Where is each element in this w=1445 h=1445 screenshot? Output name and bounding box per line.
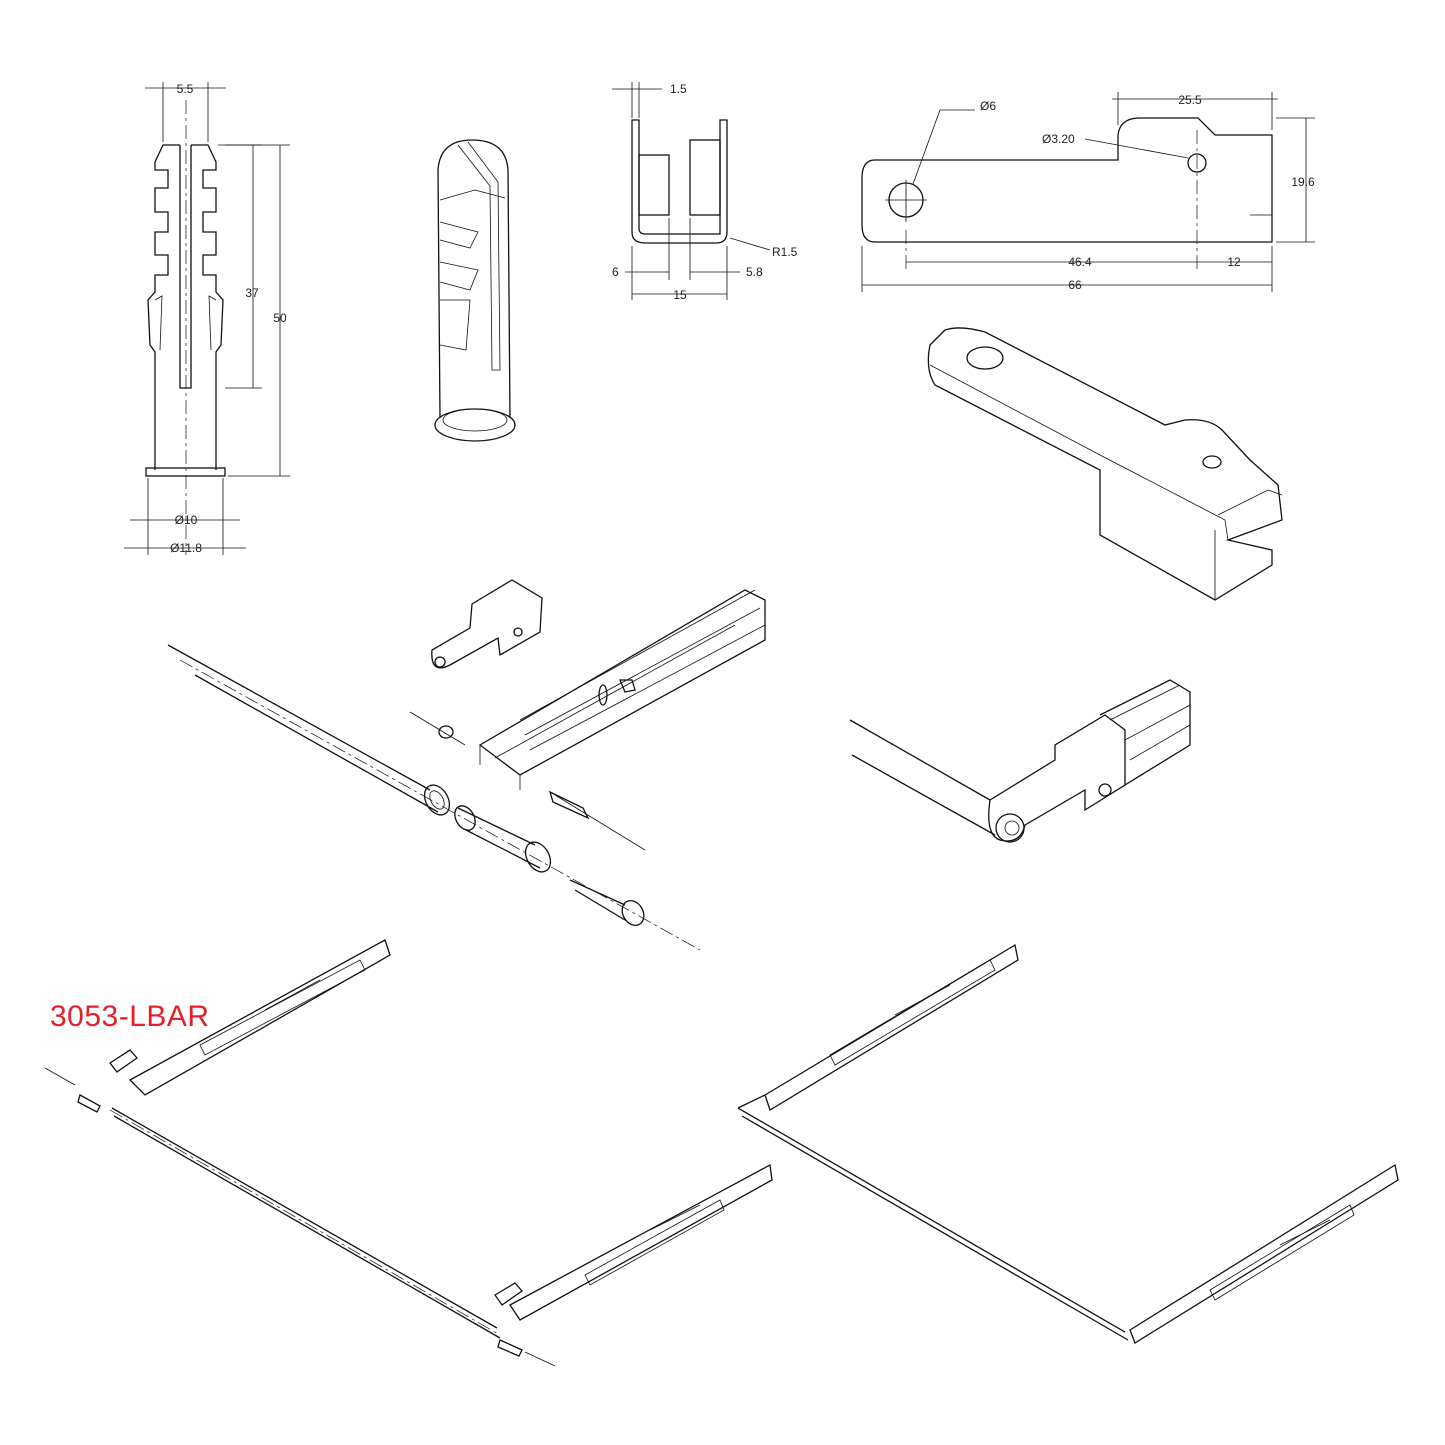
anchor-width-dim: 5.5 <box>177 82 194 96</box>
bracket-radius-dim: R1.5 <box>772 245 798 259</box>
bracket-width-dim: 15 <box>673 288 687 302</box>
bracket-side-view: 1.5 R1.5 6 5.8 15 <box>612 82 798 302</box>
bracket-hole-dia-dim: Ø6 <box>980 99 996 113</box>
anchor-body-dia-dim: Ø10 <box>175 513 198 527</box>
anchor-side-view: 5.5 37 50 Ø10 Ø11.8 <box>124 82 290 555</box>
bracket-tab-length-dim: 25.5 <box>1178 93 1202 107</box>
bracket-right-dim: 5.8 <box>746 265 763 279</box>
part-number-label: 3053-LBAR <box>50 1000 210 1033</box>
anchor-flange-dia-dim: Ø11.8 <box>170 541 202 555</box>
bracket-top-view: Ø6 Ø3.20 25.5 19.6 46.4 12 66 <box>861 92 1315 292</box>
bracket-isometric-view <box>927 327 1283 601</box>
bracket-hole-spacing-dim: 46.4 <box>1068 255 1092 269</box>
bracket-small-hole-dim: Ø3.20 <box>1042 132 1075 146</box>
anchor-isometric-view <box>434 139 516 442</box>
bracket-overall-length-dim: 66 <box>1068 278 1082 292</box>
bracket-end-offset-dim: 12 <box>1227 255 1241 269</box>
anchor-length-dim: 50 <box>273 311 287 325</box>
assembled-detail <box>849 679 1191 843</box>
full-exploded-assembly <box>44 939 773 1367</box>
full-assembled <box>737 943 1399 1344</box>
bracket-height-dim: 19.6 <box>1291 175 1315 189</box>
bracket-thickness-dim: 1.5 <box>670 82 687 96</box>
exploded-assembly-detail <box>167 579 766 951</box>
bracket-left-dim: 6 <box>612 265 619 279</box>
anchor-slot-length-dim: 37 <box>245 286 259 300</box>
